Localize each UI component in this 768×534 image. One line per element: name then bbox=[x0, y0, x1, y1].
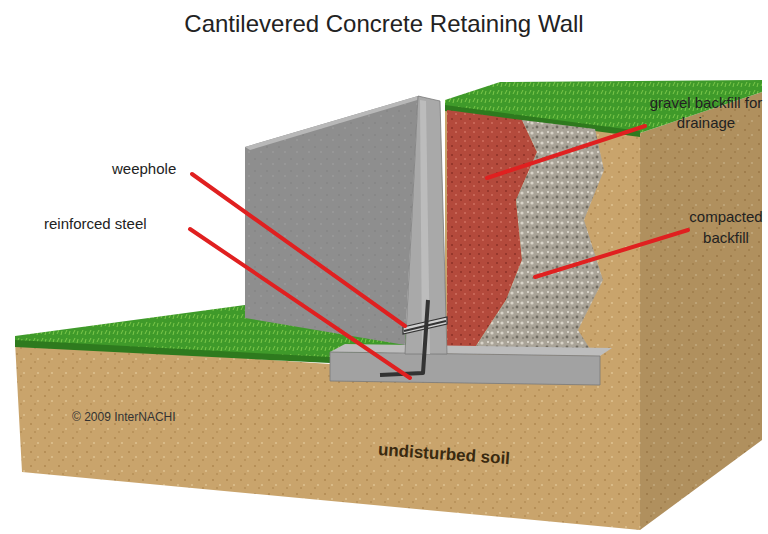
callout-label: gravel backfill for drainage bbox=[648, 93, 764, 133]
callout-label: reinforced steel bbox=[44, 215, 147, 232]
callout-label: compacted backfill bbox=[686, 206, 766, 248]
diagram-title: Cantilevered Concrete Retaining Wall bbox=[0, 10, 768, 38]
footing-section bbox=[330, 352, 600, 385]
copyright-note: © 2009 InterNACHI bbox=[72, 410, 176, 424]
leader-line bbox=[535, 230, 688, 277]
leader-line bbox=[190, 229, 410, 378]
leader-line bbox=[487, 126, 645, 178]
lower-grass-edge bbox=[15, 340, 330, 363]
soil-side-shade bbox=[640, 92, 762, 530]
gravel-backfill bbox=[472, 120, 604, 352]
wall-top-edge bbox=[245, 96, 424, 150]
wall-face bbox=[245, 96, 418, 345]
callout-label: weephole bbox=[112, 160, 176, 177]
soil-side-face bbox=[640, 92, 762, 530]
